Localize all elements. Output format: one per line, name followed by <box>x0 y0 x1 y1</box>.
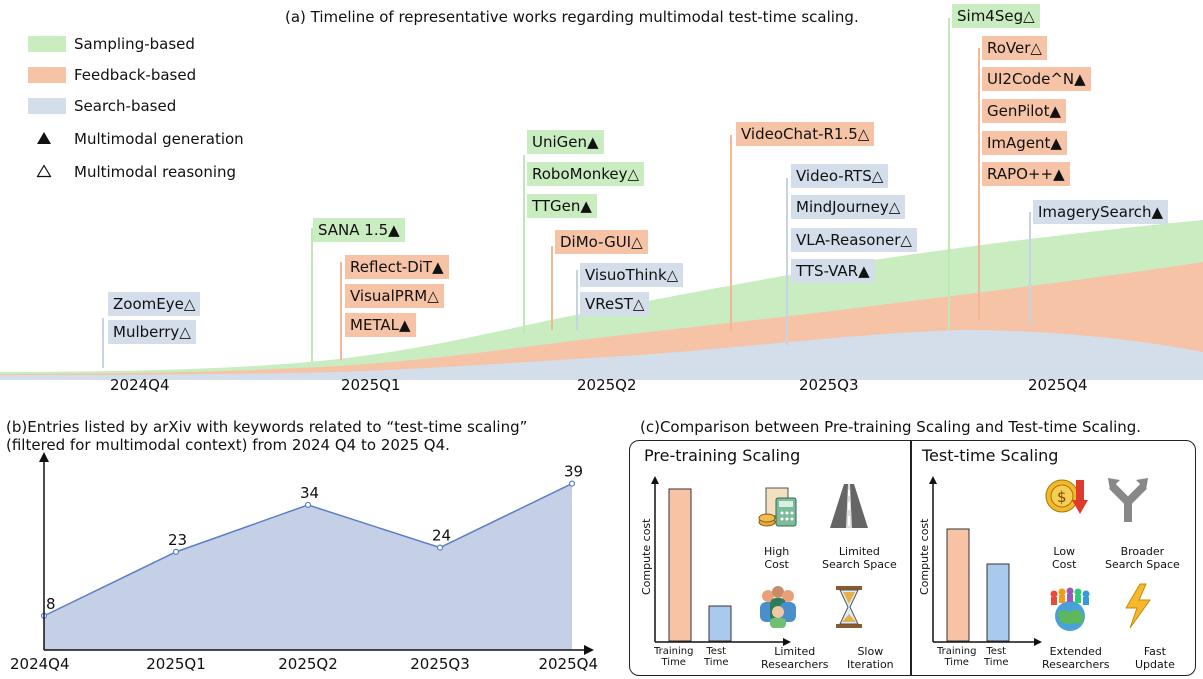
work-tag-zoomeye: ZoomEye△ <box>108 292 201 316</box>
data-label: 34 <box>300 484 319 502</box>
data-point <box>436 544 444 551</box>
money-calculator-icon <box>758 487 797 527</box>
quarter-label: 2024Q4 <box>110 376 170 394</box>
work-tag-metal: METAL▲ <box>345 313 416 337</box>
work-tag-imagent: ImAgent▲ <box>982 131 1067 155</box>
pretraining-ylabel: Compute cost <box>640 518 653 595</box>
testtime-item-researchers: Extended Researchers <box>1042 645 1110 671</box>
fork-road-icon <box>1108 478 1148 522</box>
outline-triangle-icon <box>36 164 52 178</box>
x-tick-label: 2025Q2 <box>278 655 338 673</box>
lightning-icon <box>1125 583 1151 629</box>
pretraining-test-label: Test Time <box>704 646 729 668</box>
data-point <box>172 548 180 555</box>
legend-label-feedback: Feedback-based <box>74 66 197 84</box>
work-tag-rover: RoVer△ <box>982 36 1047 60</box>
work-tag-unigen: UniGen▲ <box>527 130 604 154</box>
timeline-areas <box>0 18 1203 380</box>
data-label: 8 <box>46 595 56 613</box>
test-bar <box>986 563 1010 642</box>
comparison-title: (c)Comparison between Pre-training Scali… <box>640 418 1142 436</box>
pretraining-item-iteration: Slow Iteration <box>847 645 894 671</box>
data-label: 24 <box>432 527 451 545</box>
work-tag-videorts: Video-RTS△ <box>791 164 889 188</box>
work-tag-ttgen: TTGen▲ <box>527 194 597 218</box>
quarter-label: 2025Q3 <box>799 376 859 394</box>
pretraining-item-cost: High Cost <box>764 545 790 571</box>
work-tag-videochat: VideoChat-R1.5△ <box>736 122 875 146</box>
data-point <box>568 480 576 487</box>
work-tag-dimogui: DiMo-GUI△ <box>555 230 648 254</box>
legend-label-sampling: Sampling-based <box>74 35 195 53</box>
x-tick-label: 2025Q3 <box>410 655 470 673</box>
entries-title-line2: (filtered for multimodal context) from 2… <box>6 436 450 454</box>
testtime-test-label: Test Time <box>984 646 1009 668</box>
work-tag-vlareasoner: VLA-Reasoner△ <box>791 228 917 252</box>
work-tag-rapo: RAPO++▲ <box>982 162 1070 186</box>
data-label: 39 <box>564 463 583 481</box>
work-tag-genpilot: GenPilot▲ <box>982 99 1067 123</box>
coin-down-icon: $ <box>1045 479 1088 514</box>
data-label: 23 <box>168 531 187 549</box>
x-tick-label: 2024Q4 <box>10 655 70 673</box>
work-tag-mindjourney: MindJourney△ <box>791 195 906 219</box>
testtime-ylabel: Compute cost <box>918 518 931 595</box>
testtime-item-update: Fast Update <box>1135 645 1175 671</box>
work-tag-imagerysearch: ImagerySearch▲ <box>1033 200 1169 224</box>
training-bar <box>668 488 692 642</box>
pretraining-item-researchers: Limited Researchers <box>761 645 829 671</box>
x-tick-label: 2025Q1 <box>146 655 206 673</box>
narrow-road-icon <box>830 484 868 528</box>
work-tag-robomonkey: RoboMonkey△ <box>527 162 645 186</box>
pretraining-item-search: Limited Search Space <box>822 545 897 571</box>
y-axis-arrow-icon <box>39 452 49 462</box>
legend-label-search: Search-based <box>74 97 177 115</box>
work-tag-sana: SANA 1.5▲ <box>313 218 405 242</box>
panel-divider <box>910 441 912 675</box>
data-point <box>304 501 312 509</box>
testtime-title: Test-time Scaling <box>922 446 1059 465</box>
work-tag-visualprm: VisualPRM△ <box>345 284 444 308</box>
search-area <box>0 330 1203 380</box>
legend-swatch-sampling <box>28 36 66 52</box>
legend-swatch-search <box>28 98 66 114</box>
pretraining-title: Pre-training Scaling <box>644 446 801 465</box>
legend-label-reasoning: Multimodal reasoning <box>74 163 237 181</box>
work-tag-reflectdit: Reflect-DiT▲ <box>345 255 449 279</box>
work-tag-ttsvar: TTS-VAR▲ <box>791 259 875 283</box>
people-group-icon <box>760 586 796 628</box>
pretraining-training-label: Training Time <box>654 646 694 668</box>
work-tag-vrest: VReST△ <box>580 292 650 316</box>
work-tag-visuothink: VisuoThink△ <box>580 263 684 287</box>
testtime-chart: $ <box>929 476 1151 646</box>
testtime-item-search: Broader Search Space <box>1105 545 1180 571</box>
globe-people-icon <box>1050 587 1090 631</box>
testtime-training-label: Training Time <box>937 646 977 668</box>
work-tag-ui2code: UI2Code^N▲ <box>982 67 1091 91</box>
entries-title-line1: (b)Entries listed by arXiv with keywords… <box>6 418 528 436</box>
quarter-label: 2025Q4 <box>1028 376 1088 394</box>
testtime-item-cost: Low Cost <box>1052 545 1077 571</box>
entries-chart: 8 23 34 24 39 2024Q4 2025Q1 2025Q2 2025Q3 2025Q4 <box>10 452 598 673</box>
x-tick-label: 2025Q4 <box>538 655 598 673</box>
timeline-title: (a) Timeline of representative works reg… <box>285 8 859 26</box>
test-bar <box>708 605 732 642</box>
hourglass-icon <box>836 586 862 628</box>
work-tag-sim4seg: Sim4Seg△ <box>952 4 1040 28</box>
filled-triangle-icon <box>37 132 51 144</box>
legend-swatch-feedback <box>28 67 66 83</box>
legend-label-generation: Multimodal generation <box>74 130 244 148</box>
entries-area <box>44 483 572 650</box>
quarter-label: 2025Q1 <box>341 376 401 394</box>
quarter-label: 2025Q2 <box>577 376 637 394</box>
training-bar <box>946 528 970 642</box>
svg-text:$: $ <box>1057 488 1067 506</box>
x-axis-arrow-icon <box>584 645 594 655</box>
work-tag-mulberry: Mulberry△ <box>108 320 196 344</box>
pretraining-chart <box>651 476 868 646</box>
